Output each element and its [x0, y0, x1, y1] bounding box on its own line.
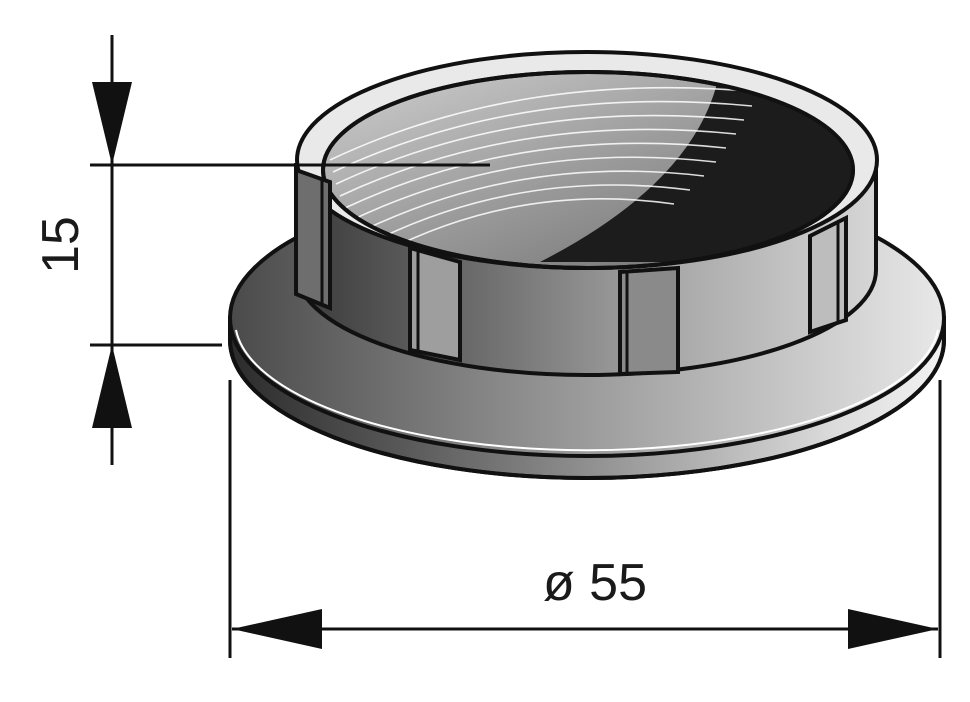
flange-highlight — [235, 329, 939, 452]
diameter-arrow-right — [848, 609, 938, 649]
thread-lines — [329, 86, 761, 254]
height-label: 15 — [32, 216, 90, 274]
height-dimension: 15 — [32, 35, 490, 465]
inner-opening — [321, 70, 855, 270]
collar-rib-edges — [320, 180, 840, 373]
height-arrow-bottom — [92, 345, 132, 428]
height-arrow-top — [92, 82, 132, 165]
ring-body — [294, 50, 879, 377]
diameter-arrow-left — [232, 609, 322, 649]
diameter-label: ø 55 — [543, 554, 647, 612]
diameter-dimension: ø 55 — [228, 380, 942, 658]
